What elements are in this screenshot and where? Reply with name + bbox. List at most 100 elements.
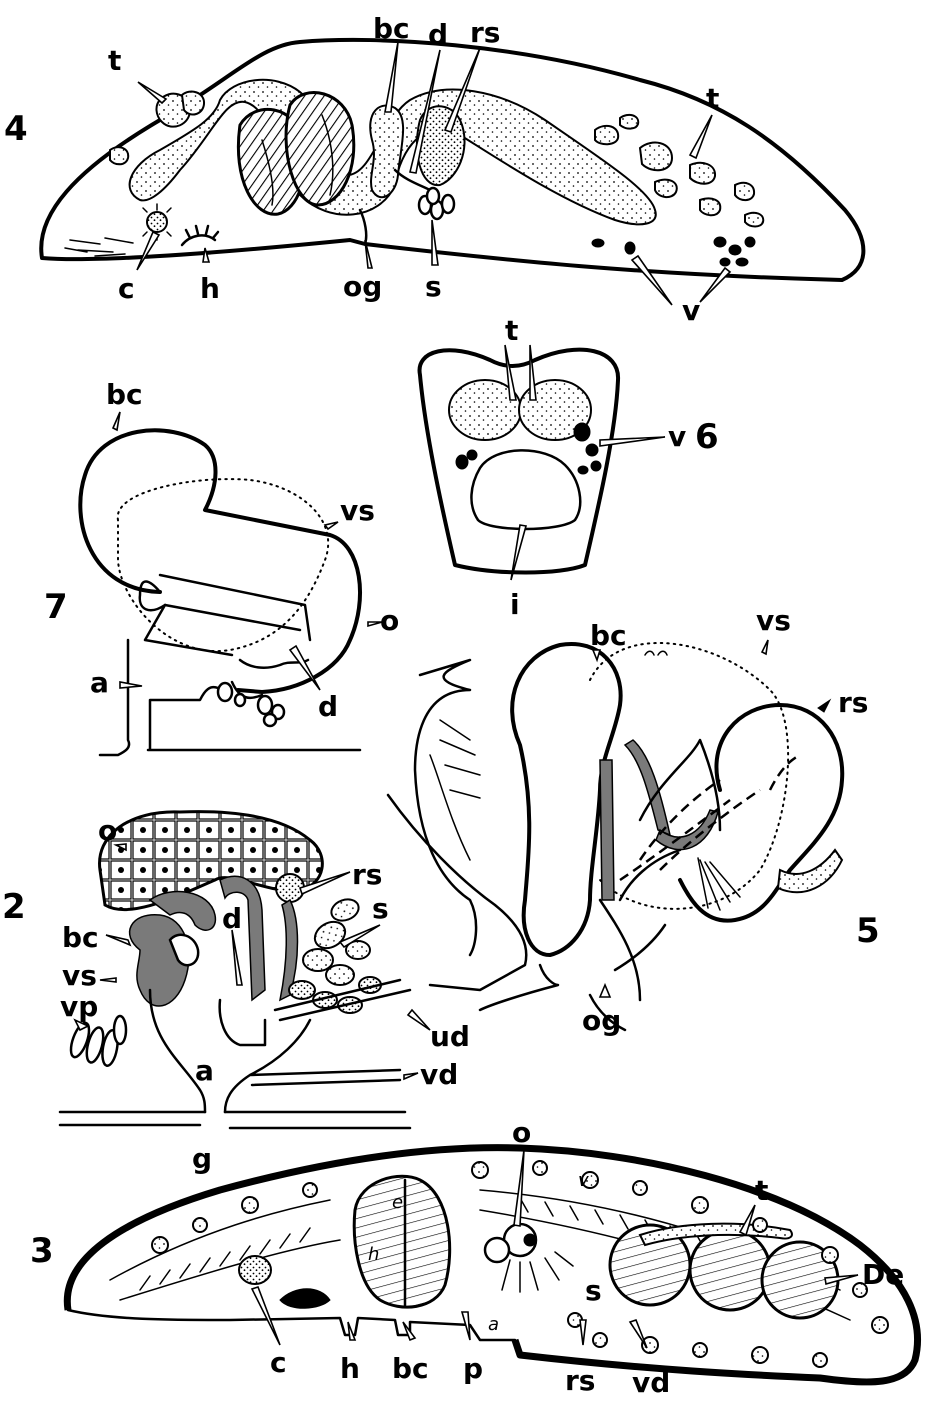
- fig2-label-vd: vd: [420, 1058, 458, 1091]
- fig5-pointer-vs: [762, 640, 768, 654]
- fig6-pointer-t2: [530, 345, 536, 400]
- fig2-atrium-box: [220, 1000, 265, 1045]
- fig4-label-t-left: t: [108, 44, 121, 77]
- fig4-pointer-bc: [385, 42, 398, 112]
- fig4-label-d: d: [428, 18, 448, 51]
- fig3-label-h: h: [340, 1352, 360, 1385]
- fig3-inner-label-a: a: [488, 1314, 499, 1335]
- fig4-label-v: v: [682, 294, 700, 327]
- fig5-number: 5: [856, 911, 880, 951]
- fig7-label-d: d: [318, 690, 338, 723]
- fig4-label-rs: rs: [470, 16, 500, 49]
- fig5-small-marks: [645, 651, 667, 655]
- fig5-left-wall: [415, 660, 476, 955]
- fig7-label-a: a: [90, 666, 109, 699]
- fig4-label-t-right: t: [706, 82, 719, 115]
- fig3-label-c: c: [270, 1346, 287, 1379]
- fig4-pointer-t-right: [690, 115, 712, 158]
- fig2-label-ud: ud: [430, 1020, 470, 1053]
- fig5-gray-duct-left: [600, 760, 614, 900]
- fig6-label-i: i: [510, 588, 520, 621]
- fig7-pointer-a: [120, 682, 142, 688]
- fig3-label-o: o: [512, 1116, 531, 1149]
- fig2-number: 2: [2, 887, 26, 927]
- fig4-pointer-c: [137, 232, 159, 270]
- fig3-inner-label-h: h: [368, 1244, 379, 1265]
- fig5-pointer-rs: [818, 700, 830, 712]
- fig7-number: 7: [44, 587, 68, 627]
- fig2-pointer-bc: [106, 935, 130, 945]
- fig4-pointer-s: [432, 220, 438, 265]
- fig2-label-rs: rs: [352, 858, 382, 891]
- fig3-label-De: De: [862, 1258, 904, 1291]
- fig5-gray-duct-mid: [625, 740, 670, 835]
- fig3-label-s: s: [585, 1274, 602, 1307]
- fig3-label-vd: vd: [632, 1366, 670, 1399]
- fig2-label-vp: vp: [60, 990, 98, 1023]
- fig4-vitellaria: [592, 237, 755, 266]
- fig2-atrium-walls: [150, 990, 400, 1112]
- fig3-label-p: p: [463, 1352, 483, 1385]
- fig3-ovary-nucleus: [524, 1234, 536, 1246]
- fig6-label-v: v: [668, 420, 686, 453]
- fig4-label-c: c: [118, 272, 135, 305]
- fig3-pointer-rs: [580, 1320, 586, 1345]
- fig3-bursa: [485, 1238, 509, 1262]
- fig4-h-organ: [182, 226, 218, 245]
- fig4-pointer-v1: [632, 256, 672, 305]
- fig3-label-rs: rs: [565, 1364, 595, 1397]
- fig2-label-o: o: [98, 814, 117, 847]
- fig3-ventral-line: [68, 1310, 515, 1340]
- fig2-label-vs: vs: [62, 959, 97, 992]
- fig5-label-og: og: [582, 1004, 621, 1037]
- fig7-label-o: o: [380, 604, 399, 637]
- figure-6: t v 6 i: [420, 314, 719, 621]
- fig7-label-bc: bc: [106, 378, 143, 411]
- fig2-label-d: d: [222, 902, 242, 935]
- fig5-fibres: [698, 858, 740, 910]
- fig2-label-bc: bc: [62, 921, 99, 954]
- fig2-pointer-vd: [404, 1073, 418, 1079]
- fig3-label-t: t: [755, 1174, 768, 1207]
- figure-2: o rs 2 s d bc vs vp ud a vd g: [2, 812, 470, 1175]
- fig4-bursa-copulatrix: [370, 106, 403, 198]
- fig3-pointer-c: [252, 1287, 280, 1345]
- fig5-label-vs: vs: [756, 604, 791, 637]
- fig3-label-bc: bc: [392, 1352, 429, 1385]
- fig2-label-s: s: [372, 892, 389, 925]
- fig4-label-s: s: [425, 270, 442, 303]
- figure-4: 4 t bc d rs t c h og s v: [4, 12, 863, 327]
- fig5-pointer-og: [600, 985, 610, 997]
- fig2-duct-gray: [220, 876, 265, 1000]
- fig2-label-a: a: [195, 1054, 214, 1087]
- fig2-label-g: g: [192, 1142, 212, 1175]
- fig3-copulatory-organ: [239, 1256, 271, 1284]
- fig5-inner-wall: [388, 795, 558, 1010]
- fig7-pointer-bc: [113, 412, 120, 430]
- fig5-label-bc: bc: [590, 619, 627, 652]
- fig2-pointer-ud: [408, 1010, 430, 1030]
- fig7-pointer-vs: [325, 522, 338, 529]
- fig4-shell-glands: [419, 188, 454, 219]
- fig5-label-rs: rs: [838, 686, 868, 719]
- fig4-bulb-right: [286, 93, 354, 205]
- fig4-label-h: h: [200, 272, 220, 305]
- fig4-pointer-t-left: [138, 82, 166, 103]
- fig3-inner-label-e: e: [392, 1192, 403, 1213]
- fig3-shell-gland-ducts: [502, 1252, 573, 1292]
- fig6-intestine: [471, 450, 580, 529]
- fig7-vesicula-dotted: [118, 479, 328, 651]
- fig3-pointer-p: [462, 1312, 470, 1340]
- fig3-pointer-h: [348, 1322, 355, 1340]
- fig3-pointer-vd: [630, 1320, 647, 1348]
- fig2-body-wall: [60, 1112, 410, 1128]
- fig4-number: 4: [4, 109, 28, 149]
- fig7-wall-lines: [160, 575, 310, 640]
- figure-7: bc vs 7 o a d: [44, 378, 399, 755]
- fig3-inner-label-v: v: [578, 1170, 589, 1191]
- fig3-h-organ: [280, 1289, 330, 1309]
- fig4-copulatory-organ: [147, 212, 167, 232]
- fig4-label-og: og: [343, 270, 382, 303]
- fig6-label-t: t: [505, 314, 518, 347]
